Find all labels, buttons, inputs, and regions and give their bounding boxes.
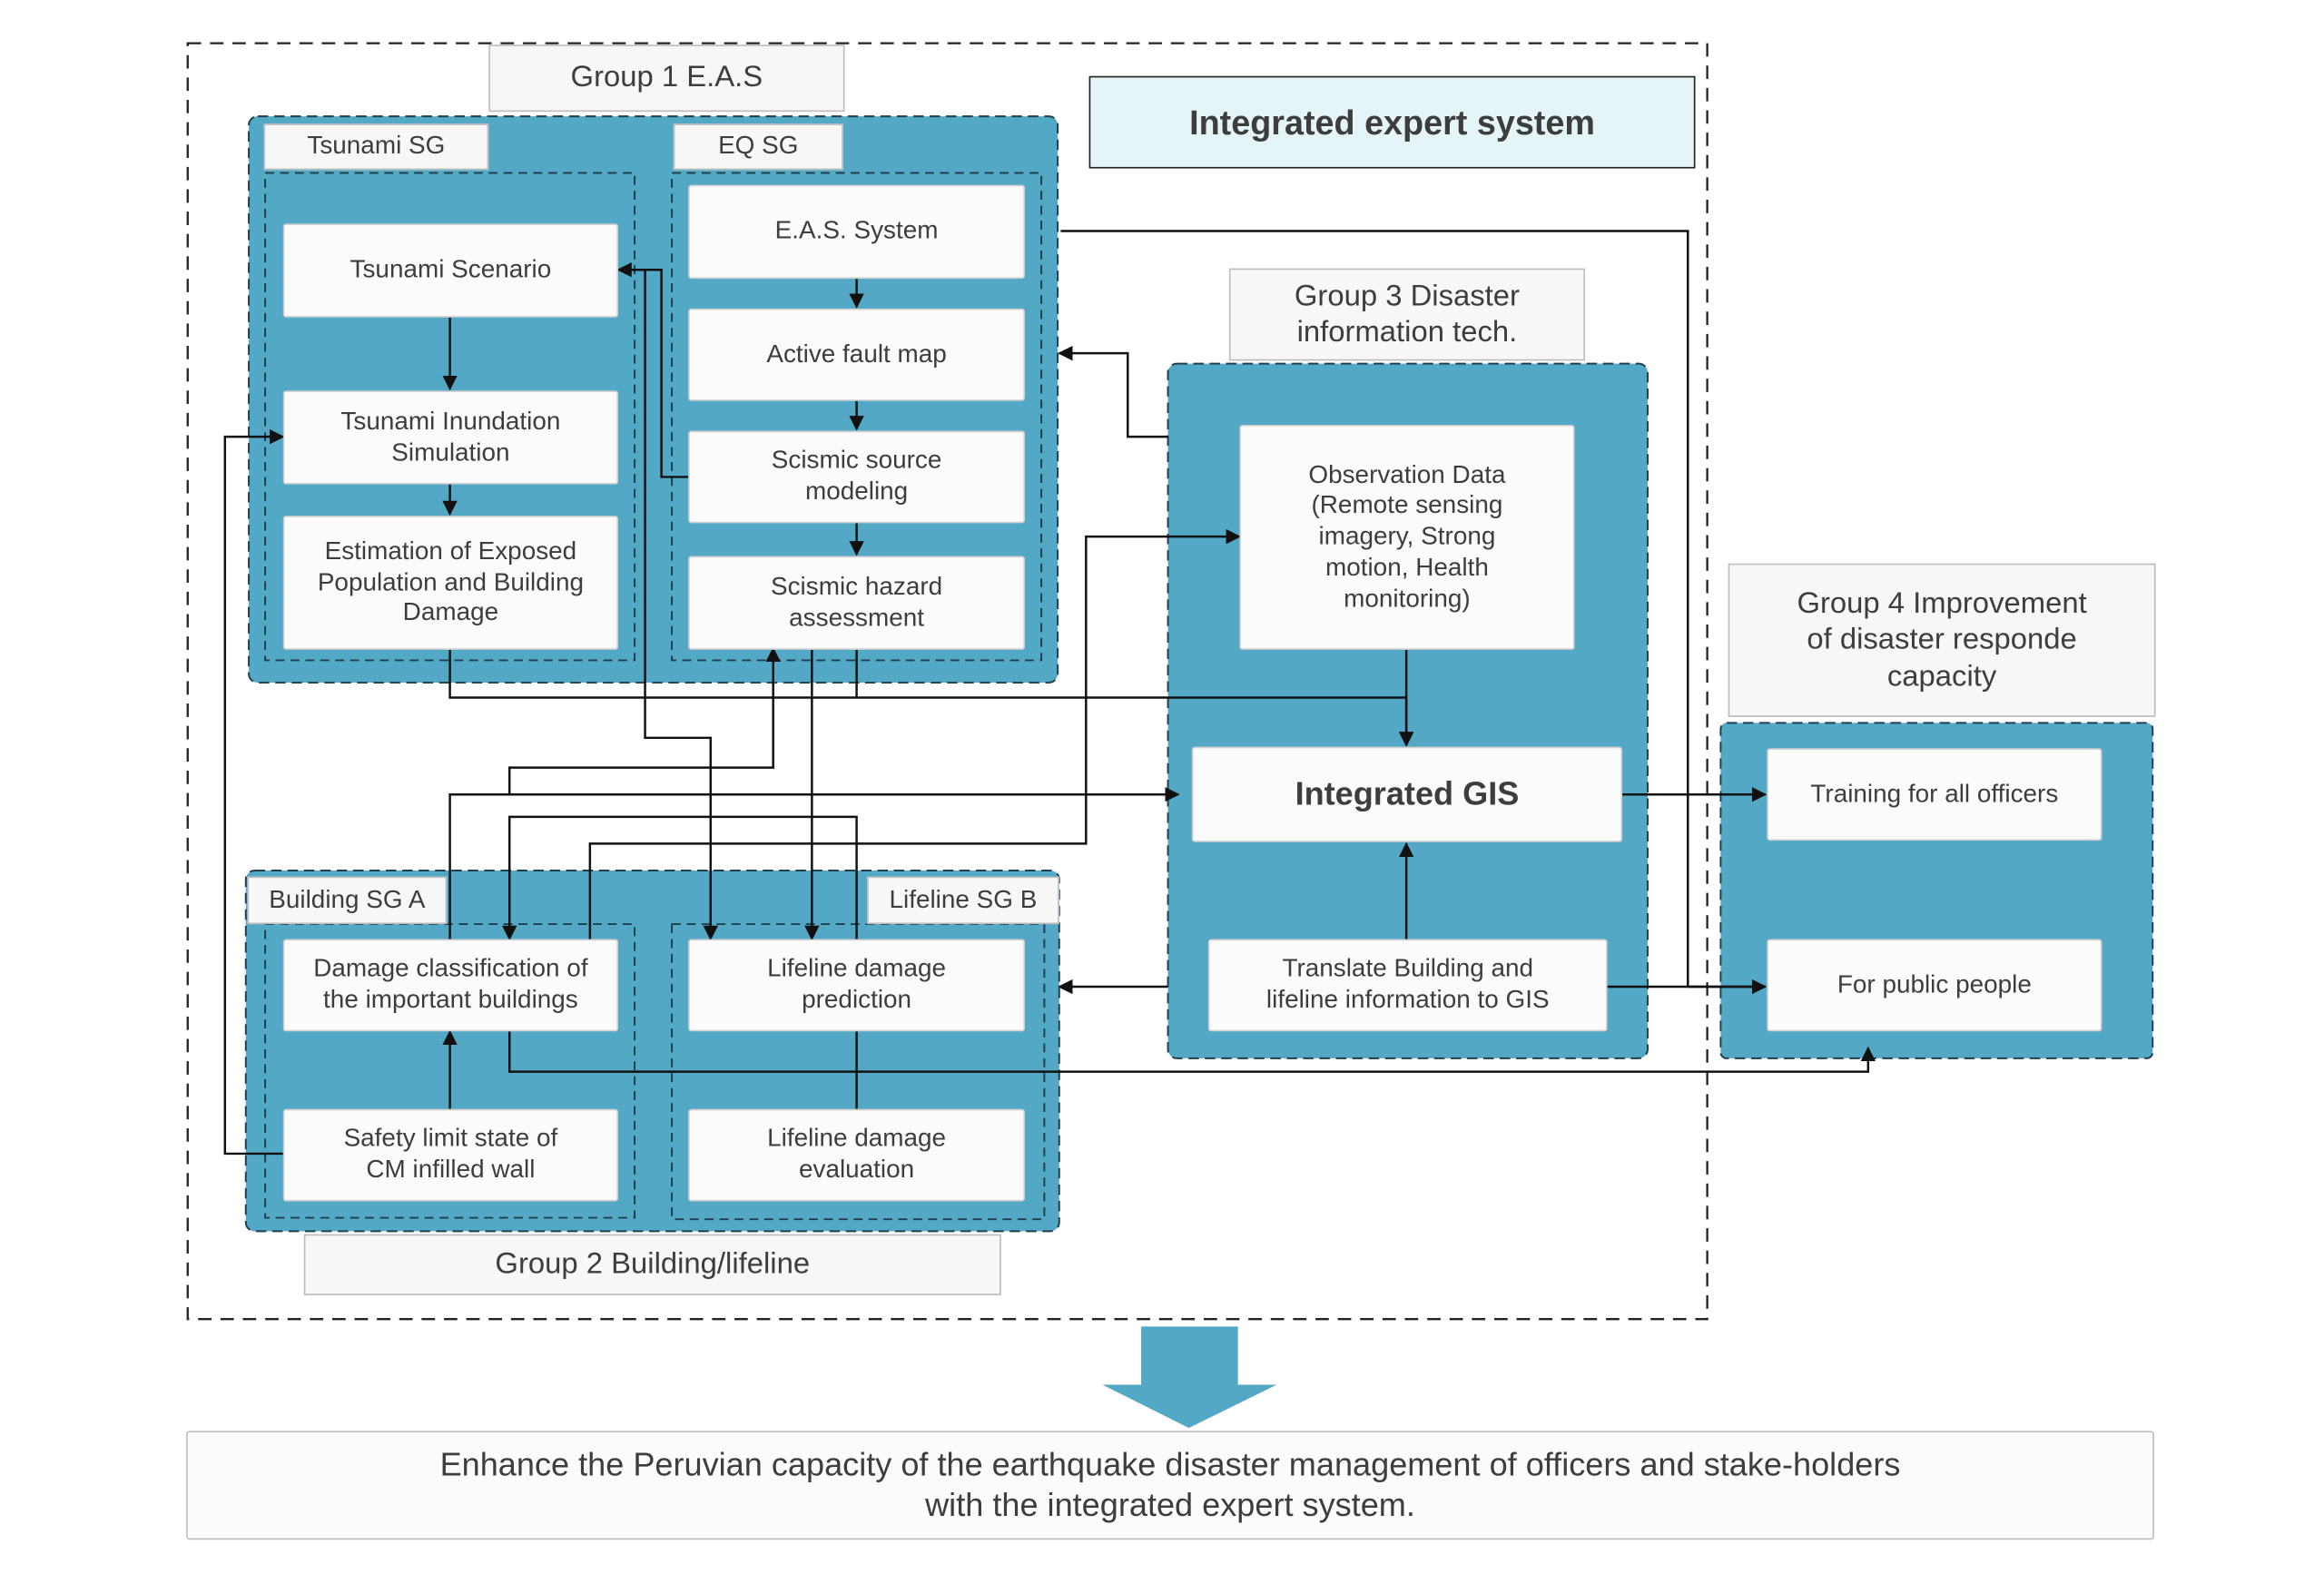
arrow-tsunami-to-lifeline xyxy=(644,270,718,941)
outcome-statement-box: Enhance the Peruvian capacity of the ear… xyxy=(186,1431,2154,1540)
outer-system-frame xyxy=(186,42,1709,1321)
lifeline-damage-prediction-box: Lifeline damage prediction xyxy=(688,939,1026,1032)
group4-label: Group 4 Improvement of disaster responde… xyxy=(1728,563,2156,717)
tsunami-sg-frame xyxy=(264,172,636,662)
tsunami-inundation-simulation-box: Tsunami Inundation Simulation xyxy=(282,390,619,485)
exposed-population-estimation-box: Estimation of Exposed Population and Bui… xyxy=(282,516,619,650)
lifeline-sg-frame xyxy=(671,923,1046,1221)
arrow-group3-to-group1 xyxy=(1058,345,1168,438)
eas-system-box: E.A.S. System xyxy=(688,184,1026,280)
lifeline-sg-label: Lifeline SG B xyxy=(867,876,1059,925)
arrow-lifeline-to-building xyxy=(502,815,858,941)
integrated-gis-box: Integrated GIS xyxy=(1191,746,1623,842)
public-people-box: For public people xyxy=(1767,939,2102,1032)
safety-limit-state-box: Safety limit state of CM infilled wall xyxy=(282,1108,619,1202)
integrated-expert-system-title: Integrated expert system xyxy=(1088,75,1696,169)
arrow-source-to-tsunami-scenario xyxy=(616,262,689,478)
arrow-building-to-hazard xyxy=(448,646,781,939)
tsunami-sg-label: Tsunami SG xyxy=(263,123,489,171)
seismic-hazard-assessment-box: Scismic hazard assessment xyxy=(688,556,1026,650)
damage-classification-box: Damage classification of the important b… xyxy=(282,939,619,1032)
training-officers-box: Training for all officers xyxy=(1767,748,2102,841)
group3-label: Group 3 Disaster information tech. xyxy=(1228,268,1586,361)
outcome-down-arrow xyxy=(1102,1326,1277,1429)
building-sg-label: Building SG A xyxy=(247,876,448,925)
connectors xyxy=(223,230,1876,1156)
arrow-building-to-group4 xyxy=(507,1031,1876,1073)
group2-label: Group 2 Building/lifeline xyxy=(303,1234,1001,1295)
lifeline-damage-evaluation-box: Lifeline damage evaluation xyxy=(688,1108,1026,1202)
eq-sg-frame xyxy=(671,172,1043,662)
arrow-safety-to-simulation xyxy=(223,428,285,1156)
tsunami-scenario-box: Tsunami Scenario xyxy=(282,223,619,318)
translate-to-gis-box: Translate Building and lifeline informat… xyxy=(1207,939,1608,1032)
group1-label: Group 1 E.A.S xyxy=(488,44,845,113)
arrow-building-to-observation xyxy=(588,528,1241,939)
observation-data-box: Observation Data (Remote sensing imagery… xyxy=(1239,424,1575,650)
seismic-source-modeling-box: Scismic source modeling xyxy=(688,430,1026,524)
eq-sg-label: EQ SG xyxy=(673,123,843,171)
active-fault-map-box: Active fault map xyxy=(688,308,1026,401)
